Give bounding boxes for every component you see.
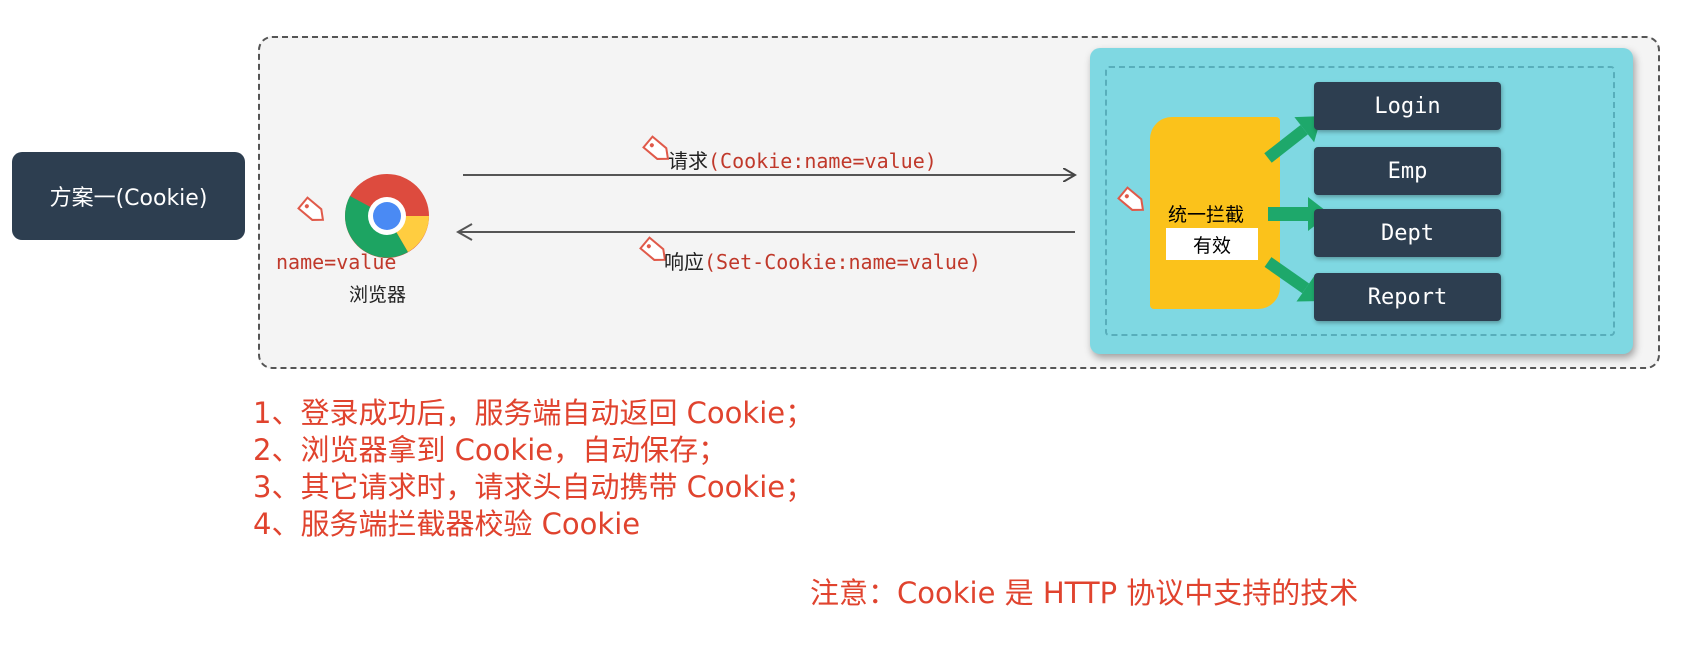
cookie-tag-icon [297, 196, 325, 221]
scheme-one-label: 方案一(Cookie) [12, 152, 245, 240]
response-tag-icon [639, 236, 667, 261]
step-item: 1、登录成功后，服务端自动返回 Cookie； [253, 396, 815, 430]
interceptor-title: 统一拦截 [1168, 204, 1245, 226]
server-tag-icon [1117, 186, 1145, 211]
interceptor-block [1150, 117, 1280, 309]
response-prefix: 响应 [664, 250, 704, 274]
step-item: 4、服务端拦截器校验 Cookie [253, 507, 641, 541]
request-tag-icon [642, 135, 670, 160]
http-note: 注意：Cookie 是 HTTP 协议中支持的技术 [810, 576, 1359, 610]
browser-cookie-value: name=value [276, 250, 397, 274]
response-detail: (Set-Cookie:name=value) [704, 250, 981, 274]
response-label: 响应(Set-Cookie:name=value) [664, 246, 981, 275]
steps-list: 1、登录成功后，服务端自动返回 Cookie； 2、浏览器拿到 Cookie，自… [253, 395, 814, 543]
request-label: 请求(Cookie:name=value) [668, 145, 937, 174]
step-item: 3、其它请求时，请求头自动携带 Cookie； [253, 470, 815, 504]
endpoint-report: Report [1314, 273, 1501, 321]
endpoint-dept: Dept [1314, 209, 1501, 257]
request-prefix: 请求 [668, 149, 708, 173]
browser-label: 浏览器 [349, 284, 407, 306]
response-arrow [455, 223, 1075, 241]
request-detail: (Cookie:name=value) [708, 149, 937, 173]
endpoint-emp: Emp [1314, 147, 1501, 195]
endpoint-login: Login [1314, 82, 1501, 130]
chrome-icon [344, 174, 429, 258]
server-inner-boundary [1105, 66, 1615, 336]
interceptor-status-badge: 有效 [1166, 228, 1258, 260]
step-item: 2、浏览器拿到 Cookie，自动保存； [253, 433, 728, 467]
